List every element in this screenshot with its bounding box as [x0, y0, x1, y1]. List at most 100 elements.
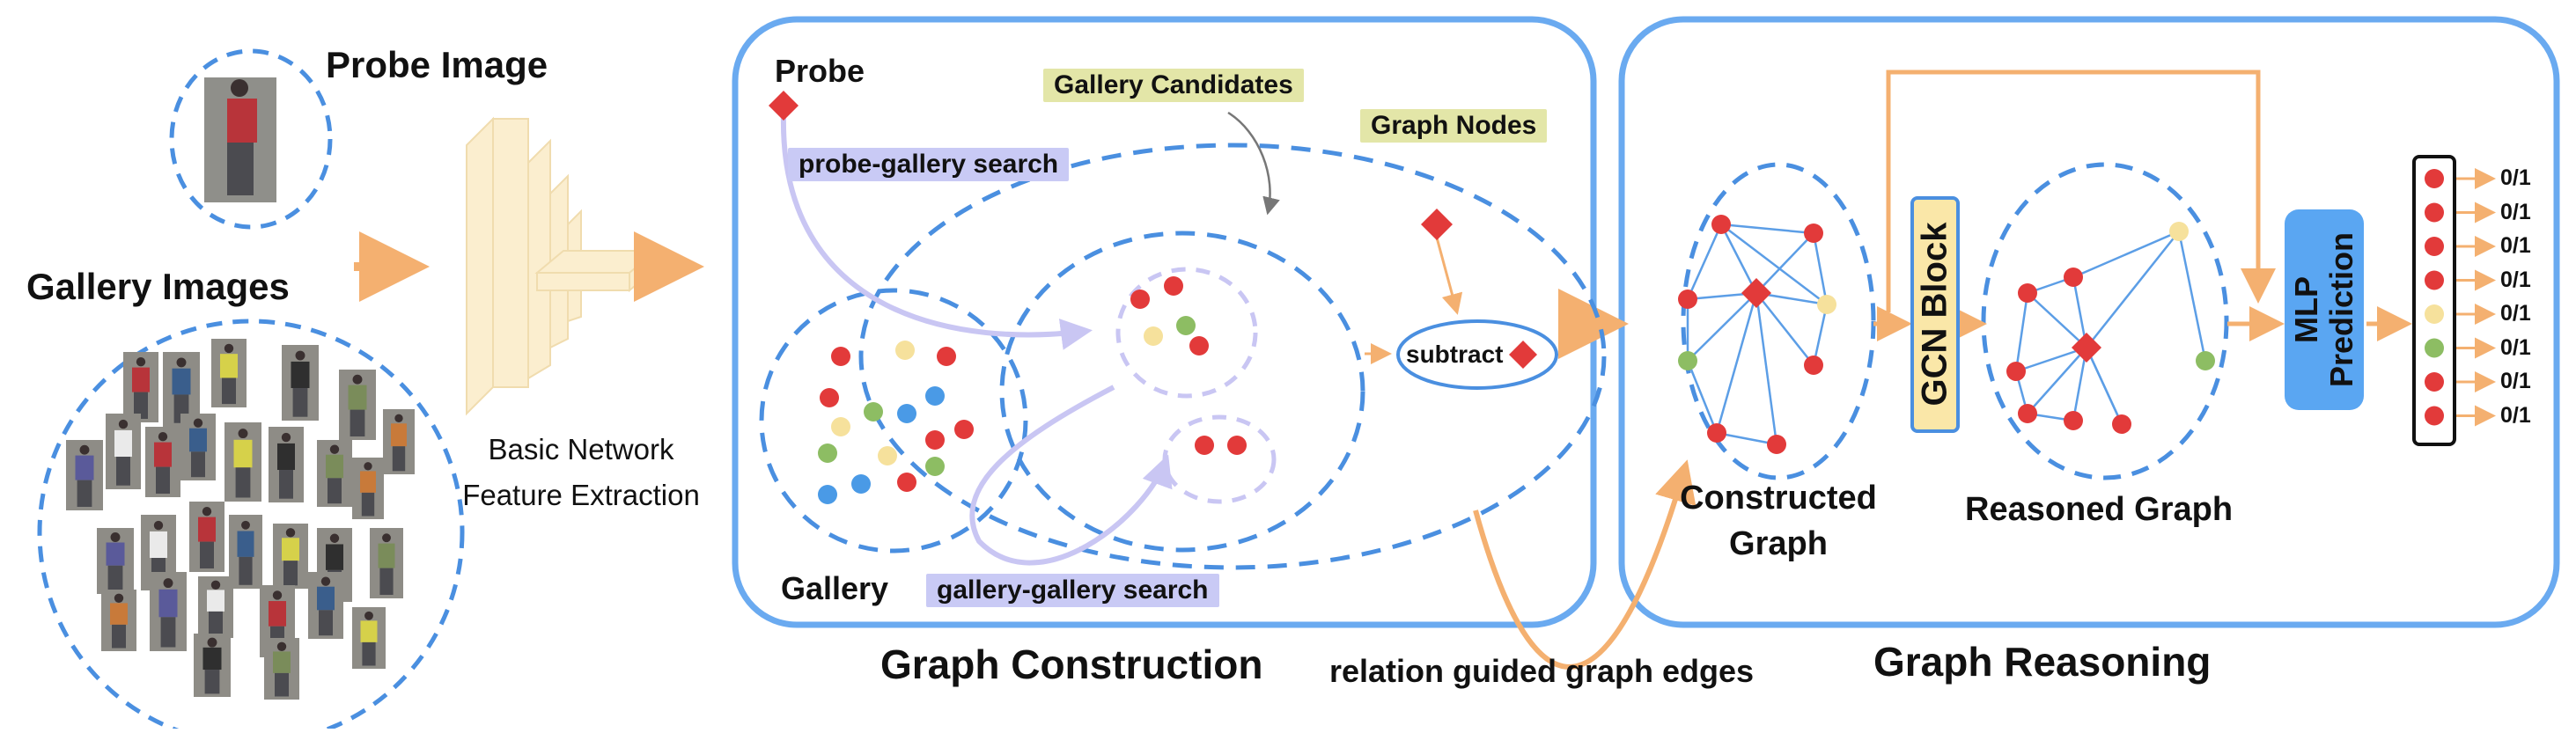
gallery-node [895, 341, 915, 360]
person-photo-icon [273, 524, 308, 589]
output-label: 0/1 [2500, 199, 2531, 224]
candidate-node [1176, 316, 1196, 335]
graph-edge [1720, 224, 1828, 305]
reasoned-graph-node [2064, 268, 2083, 287]
person-photo-icon [150, 572, 187, 651]
person-photo-icon [97, 528, 134, 594]
reasoned-graph-node [2169, 222, 2189, 241]
relation-edges-arrow [1473, 459, 1696, 670]
gallery-node [925, 457, 945, 476]
graph-reasoning-title: Graph Reasoning [1873, 639, 2212, 685]
graph-edge [1755, 232, 1814, 294]
gallery-node [897, 473, 916, 492]
person-photo-icon [123, 352, 158, 422]
probe-gallery-search-arrow [780, 114, 1093, 350]
output-label: 0/1 [2500, 267, 2531, 292]
probe-node [2072, 333, 2101, 363]
reasoned-graph-node [2018, 404, 2037, 423]
output-vector-box [2412, 155, 2456, 446]
output-node [2425, 169, 2444, 188]
probe-image-label: Probe Image [326, 44, 548, 85]
probe-image-thumbnail [169, 48, 333, 230]
output-label: 0/1 [2500, 301, 2531, 326]
constructed-graph-node [1767, 435, 1786, 454]
candidate-node [1227, 436, 1247, 455]
graph-edge [2177, 231, 2207, 362]
graph-edge [1755, 292, 1814, 366]
person-photo-icon [352, 607, 386, 669]
person-photo-icon [317, 440, 352, 507]
graph-edge [2027, 347, 2087, 414]
output-node [2425, 406, 2444, 426]
reasoned-graph-region [1981, 162, 2229, 480]
gallery-node [818, 443, 837, 463]
probe-gallery-search-chip: probe-gallery search [788, 148, 1070, 181]
graph-reasoning-content [1678, 70, 2496, 480]
gallery-candidates-region [999, 231, 1365, 553]
gcn-block [1910, 196, 1960, 433]
probe-to-subtract-arrow [1435, 237, 1463, 315]
person-photo-icon [269, 427, 304, 502]
constructed-graph-node [1711, 215, 1731, 234]
reasoned-graph-node [2018, 283, 2037, 303]
person-photo-icon [180, 414, 216, 480]
gallery-node [925, 386, 945, 406]
gallery-node [937, 347, 956, 366]
gallery-node [820, 388, 839, 407]
mlp-prediction [2285, 209, 2364, 410]
output-node [2425, 338, 2444, 358]
person-photo-icon [106, 414, 141, 489]
graph-construction-title: Graph Construction [880, 641, 1263, 687]
person-photo-icon [194, 634, 231, 697]
mlp-prediction-label: MLP Prediction [2288, 232, 2359, 387]
gcn-block-label: GCN Block [1915, 222, 1954, 407]
probe-node [1741, 278, 1771, 308]
reasoned-graph-label: Reasoned Graph [1965, 491, 2234, 528]
second-order-neighbors-region [1162, 414, 1277, 504]
reasoned-graph-node [2006, 362, 2026, 381]
output-node [2425, 304, 2444, 324]
constructed-graph-line1: Constructed [1680, 480, 1877, 517]
gallery-node [864, 402, 883, 421]
output-node [2425, 237, 2444, 256]
graph-edge [1812, 304, 1829, 366]
person-photo-icon [101, 590, 136, 651]
gallery-node [897, 404, 916, 423]
output-label: 0/1 [2500, 402, 2531, 428]
gallery-node [954, 420, 974, 439]
basic-network-label: Basic Network Feature Extraction [440, 427, 722, 518]
candidate-node [1164, 276, 1183, 296]
output-label: 0/1 [2500, 233, 2531, 258]
person-photo-icon [339, 370, 376, 440]
constructed-graph-node [1707, 423, 1726, 443]
gallery-node [831, 417, 850, 436]
person-photo-icon [198, 576, 233, 638]
gallery-node [831, 347, 850, 366]
person-photo-icon [352, 458, 384, 519]
constructed-graph-node [1804, 356, 1823, 375]
relation-edges-label: relation guided graph edges [1329, 653, 1755, 689]
gallery-node [878, 446, 897, 465]
output-label: 0/1 [2500, 334, 2531, 360]
reasoned-graph-node [2196, 351, 2215, 370]
gallery-gallery-search-chip: gallery-gallery search [926, 574, 1219, 607]
candidate-node [1144, 326, 1163, 346]
output-node [2425, 270, 2444, 290]
reasoning-arrows [1873, 70, 2412, 341]
constructed-graph-label: Constructed Graph [1655, 475, 1902, 567]
constructed-graph-node [1817, 295, 1836, 314]
output-node [2425, 372, 2444, 392]
graph-edge [1812, 232, 1829, 305]
person-photo-icon [229, 515, 262, 589]
output-node [2425, 202, 2444, 223]
person-photo-icon [224, 422, 261, 502]
graph-edge [1755, 292, 1778, 445]
graph-edge [1719, 224, 1758, 294]
constructed-graph-node [1678, 351, 1697, 370]
gallery-candidates-chip: Gallery Candidates [1043, 69, 1304, 102]
gallery-node [818, 485, 837, 504]
graph-edge [2015, 346, 2087, 373]
graph-edge [2027, 292, 2087, 348]
basic-network-line1: Basic Network [488, 433, 674, 465]
